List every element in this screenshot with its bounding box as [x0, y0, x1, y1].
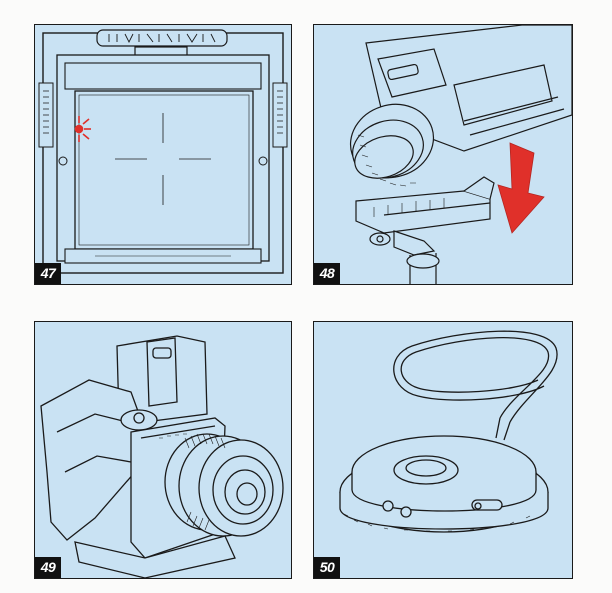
cable-release-illustration — [314, 322, 572, 578]
figure-number-50: 50 — [314, 557, 340, 578]
tripod-coupling-illustration — [314, 25, 572, 284]
figure-47-panel: 47 — [34, 24, 292, 285]
figure-number-49: 49 — [35, 557, 61, 578]
focusing-screen-illustration — [35, 25, 291, 284]
figure-number-47: 47 — [35, 263, 61, 284]
camera-illustration — [35, 322, 291, 578]
downward-arrow-icon — [498, 143, 544, 233]
figure-50-panel: 50 — [313, 321, 573, 579]
figure-number-48: 48 — [314, 263, 340, 284]
figure-49-panel: 49 — [34, 321, 292, 579]
figure-48-panel: 48 — [313, 24, 573, 285]
